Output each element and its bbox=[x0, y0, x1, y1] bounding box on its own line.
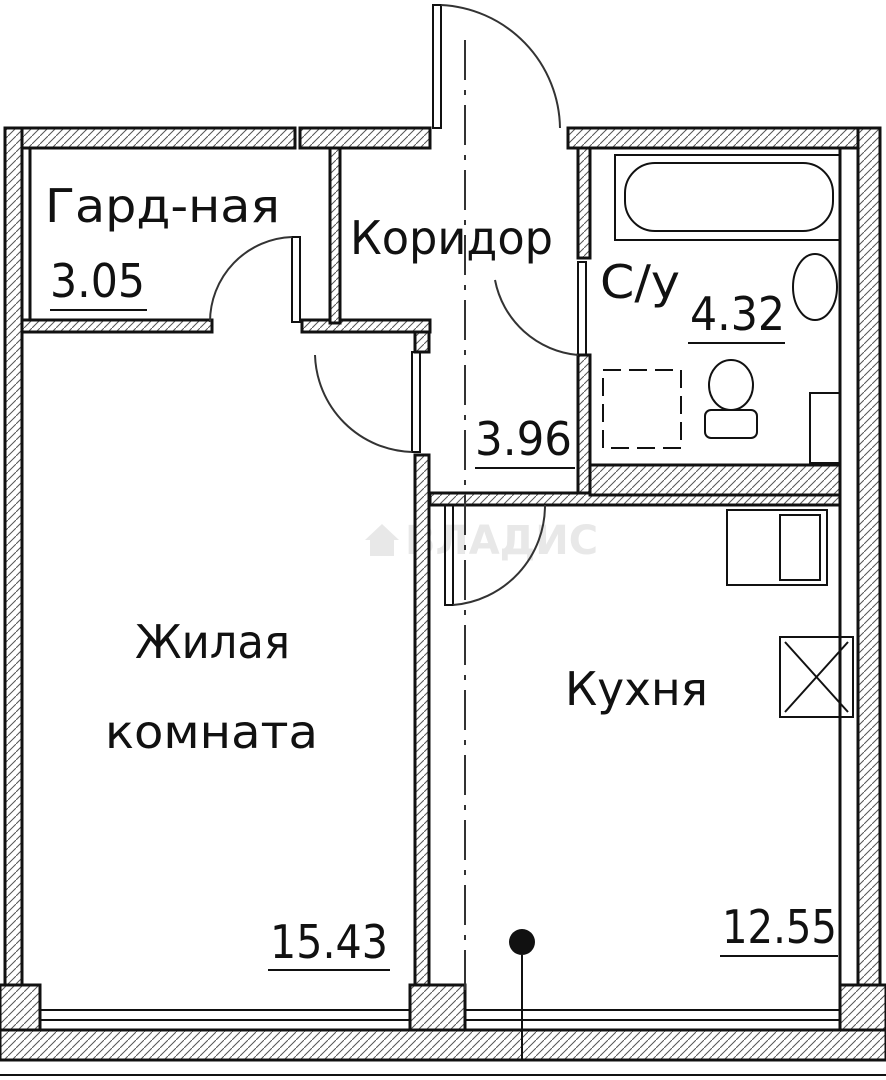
room-area-bathroom: 4.32 bbox=[690, 287, 785, 341]
outer-walls bbox=[0, 126, 886, 1076]
riser bbox=[509, 929, 535, 955]
kitchen-sink bbox=[726, 509, 828, 586]
house-icon bbox=[365, 524, 399, 556]
room-name-wardrobe: Гард-ная bbox=[45, 179, 280, 233]
washer bbox=[602, 369, 682, 449]
sink bbox=[792, 253, 838, 321]
watermark-text: ВЛАДИС bbox=[405, 518, 598, 564]
room-labels: Гард-ная 3.05 Коридор 3.96 С/у 4.32 Жила… bbox=[45, 179, 838, 971]
room-area-wardrobe: 3.05 bbox=[50, 254, 145, 308]
room-area-living: 15.43 bbox=[270, 915, 388, 969]
stove bbox=[779, 636, 854, 718]
bathtub bbox=[614, 154, 841, 241]
toilet bbox=[708, 359, 754, 411]
room-name-corridor: Коридор bbox=[350, 211, 553, 265]
doors bbox=[209, 4, 587, 1000]
room-name-bathroom: С/у bbox=[600, 255, 680, 309]
room-area-corridor: 3.96 bbox=[475, 412, 572, 466]
room-area-kitchen: 12.55 bbox=[722, 900, 837, 954]
room-name-living-2: комната bbox=[105, 705, 318, 759]
interior-walls bbox=[20, 146, 842, 987]
fixtures bbox=[509, 154, 854, 1060]
watermark: ВЛАДИС bbox=[365, 518, 598, 564]
room-name-living-1: Жилая bbox=[135, 615, 290, 669]
room-name-kitchen: Кухня bbox=[565, 662, 708, 716]
